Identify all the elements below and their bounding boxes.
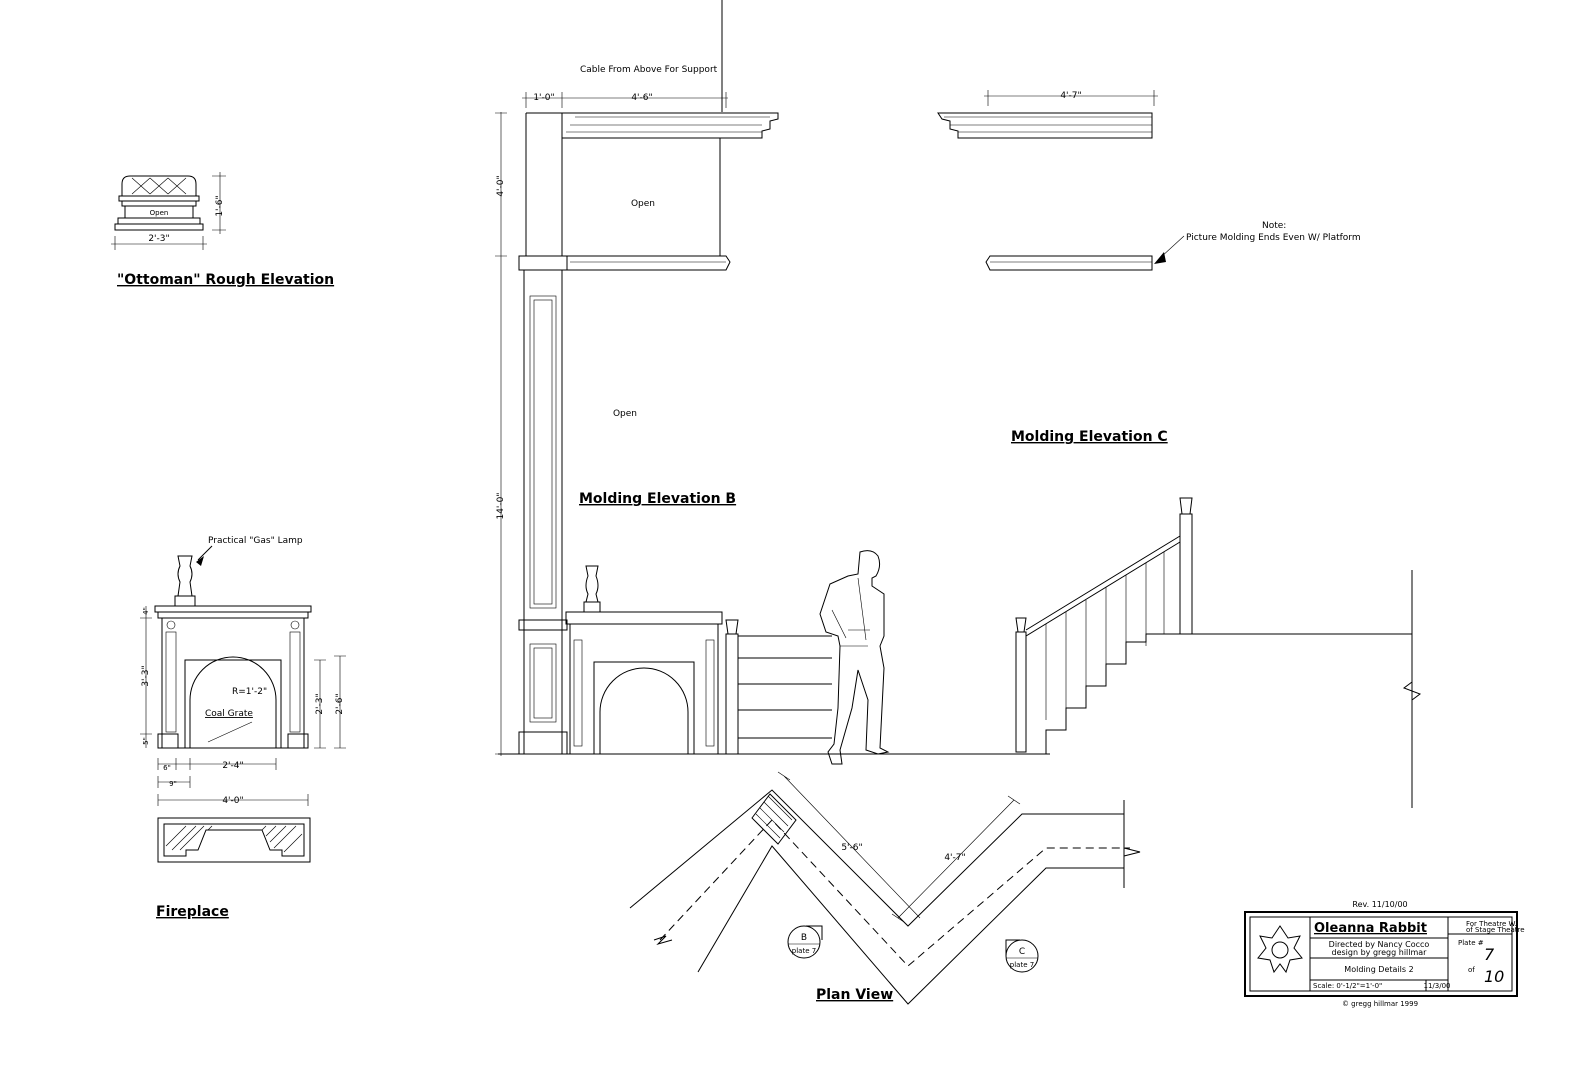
show-title: Oleanna Rabbit (1314, 921, 1427, 936)
molding-c-title: Molding Elevation C (1011, 429, 1168, 445)
fireplace-elevation: Practical "Gas" Lamp R=1'-2" Coal Grate … (140, 536, 346, 920)
scale-text: Scale: 0'-1/2"=1'-0" (1313, 982, 1382, 990)
plate-number: 7 (1484, 945, 1495, 964)
dim-fp-base-a: 6" (163, 764, 171, 772)
dim-ottoman-height: 1'-6" (215, 195, 225, 216)
dim-fp-small-bottom: 5" (142, 737, 150, 745)
note-head: Note: (1262, 221, 1286, 231)
callout-b-letter: B (801, 933, 807, 943)
dim-plan-b: 4'-7" (944, 853, 965, 863)
copyright-text: © gregg hillmar 1999 (1342, 1000, 1418, 1008)
callout-c-letter: C (1019, 947, 1025, 957)
dim-b-vert-lower: 14'-0" (496, 492, 506, 519)
dim-fp-height: 3'-3" (141, 665, 151, 686)
designed-by: design by gregg hillmar (1332, 948, 1428, 957)
producer-line2: of Stage Theatre (1466, 926, 1525, 934)
plate-of: of (1468, 966, 1475, 974)
revision-text: Rev. 11/10/00 (1352, 900, 1407, 909)
dim-b-top-large: 4'-6" (631, 93, 652, 103)
note-body: Picture Molding Ends Even W/ Platform (1186, 233, 1361, 243)
lamp-label: Practical "Gas" Lamp (208, 536, 303, 546)
directed-by: Directed by Nancy Cocco (1329, 940, 1430, 949)
dim-b-vert-upper: 4'-0" (496, 175, 506, 196)
drawing-title: Molding Details 2 (1344, 965, 1413, 974)
dim-fp-opening-h2: 2'-6" (335, 693, 345, 714)
dim-c-top: 4'-7" (1060, 91, 1081, 101)
date-text: 11/3/00 (1424, 982, 1451, 990)
plan-view-title: Plan View (816, 987, 893, 1003)
cable-note: Cable From Above For Support (580, 65, 718, 75)
dim-fp-opening-w: 2'-4" (222, 761, 243, 771)
dim-plan-a: 5'-6" (841, 843, 862, 853)
coal-grate-label: Coal Grate (205, 709, 253, 719)
dim-ottoman-width: 2'-3" (148, 234, 169, 244)
plate-label: Plate # (1458, 939, 1484, 947)
dim-b-top-small: 1'-0" (533, 93, 554, 103)
plan-view: 5'-6" 4'-7" B plate 7 C plate 7 Plan Vie… (629, 771, 1141, 1005)
dim-fp-base-b: 9" (169, 780, 177, 788)
callout-c-ref: plate 7 (1010, 961, 1034, 969)
radius-label: R=1'-2" (232, 687, 267, 697)
ottoman-title: "Ottoman" Rough Elevation (117, 272, 334, 288)
open-lower-label: Open (613, 409, 637, 419)
molding-elevation-c: 4'-7" Note: Picture Molding Ends Even W/… (937, 90, 1361, 445)
plate-total: 10 (1484, 967, 1504, 986)
open-upper-label: Open (631, 199, 655, 209)
dim-fp-small-top: 4" (142, 607, 150, 615)
molding-elevation-b: Cable From Above For Support 1'-0" 4'-6"… (495, 0, 1422, 808)
ottoman-elevation: Open 1'-6" 2'-3" "Ottoman" Rough Elevati… (111, 172, 334, 288)
producer-line1: For Theatre W. (1466, 920, 1517, 928)
dim-fp-total-w: 4'-0" (222, 796, 243, 806)
svg-text:Open: Open (150, 209, 169, 217)
fireplace-title: Fireplace (156, 904, 229, 920)
dim-fp-opening-h: 2'-3" (315, 693, 325, 714)
callout-b-ref: plate 7 (792, 947, 816, 955)
molding-b-title: Molding Elevation B (579, 491, 736, 507)
title-block: Rev. 11/10/00 Oleanna Rabbit For Theatre… (1244, 900, 1525, 1008)
